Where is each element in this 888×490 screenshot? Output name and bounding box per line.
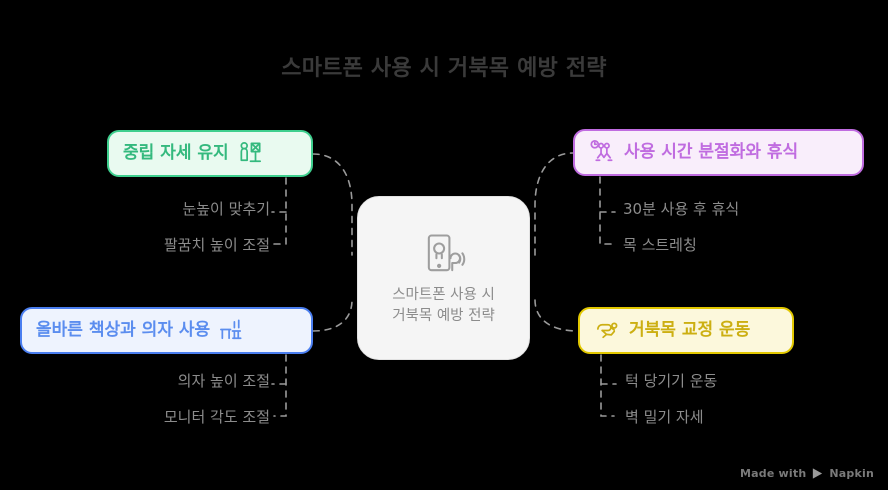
sub-item: 턱 당기기 운동 — [625, 372, 718, 390]
branch-label: 중립 자세 유지 — [123, 143, 229, 163]
made-with-label: Made with — [740, 467, 807, 480]
posture-alignment-icon — [240, 142, 261, 163]
branch-node-usage-breaks[interactable]: 사용 시간 분절화와 휴식 — [573, 129, 864, 176]
wire-blue-to-hub — [312, 299, 353, 332]
desk-chair-icon — [220, 319, 242, 340]
sub-item: 벽 밀기 자세 — [625, 408, 704, 426]
clock-stretch-icon — [590, 139, 613, 162]
sub-item: 팔꿈치 높이 조절 — [163, 236, 270, 254]
sub-item: 의자 높이 조절 — [177, 372, 270, 390]
branch-label: 올바른 책상과 의자 사용 — [36, 320, 211, 340]
branch-node-neck-exercise[interactable]: 거북목 교정 운동 — [578, 307, 794, 354]
napkin-logo-icon — [813, 468, 823, 479]
branch-node-neutral-posture[interactable]: 중립 자세 유지 — [107, 130, 313, 177]
sub-item: 목 스트레칭 — [623, 236, 697, 254]
wire-blue-subs — [273, 354, 287, 417]
hub-node[interactable]: 스마트폰 사용 시 거북목 예방 전략 — [357, 196, 530, 360]
branch-node-desk-chair[interactable]: 올바른 책상과 의자 사용 — [20, 307, 313, 354]
stretching-person-icon — [596, 322, 618, 339]
sub-item: 모니터 각도 조절 — [163, 408, 270, 426]
sub-item: 30분 사용 후 휴식 — [623, 200, 740, 218]
wire-yellow-subs — [600, 354, 615, 417]
napkin-brand-label: Napkin — [829, 467, 874, 480]
hub-label: 스마트폰 사용 시 거북목 예방 전략 — [392, 286, 495, 324]
wire-purple-subs — [599, 176, 614, 245]
napkin-watermark[interactable]: Made with Napkin — [740, 467, 874, 480]
smartphone-neck-icon — [427, 234, 465, 272]
sub-item: 눈높이 맞추기 — [182, 200, 270, 218]
branch-label: 거북목 교정 운동 — [629, 320, 751, 340]
branch-label: 사용 시간 분절화와 휴식 — [624, 142, 799, 162]
wire-hub-to-purple — [534, 152, 574, 256]
wire-green-to-hub — [312, 153, 353, 256]
wire-hub-to-yellow — [534, 299, 579, 332]
wire-green-subs — [273, 177, 287, 245]
page-title: 스마트폰 사용 시 거북목 예방 전략 — [281, 56, 607, 81]
